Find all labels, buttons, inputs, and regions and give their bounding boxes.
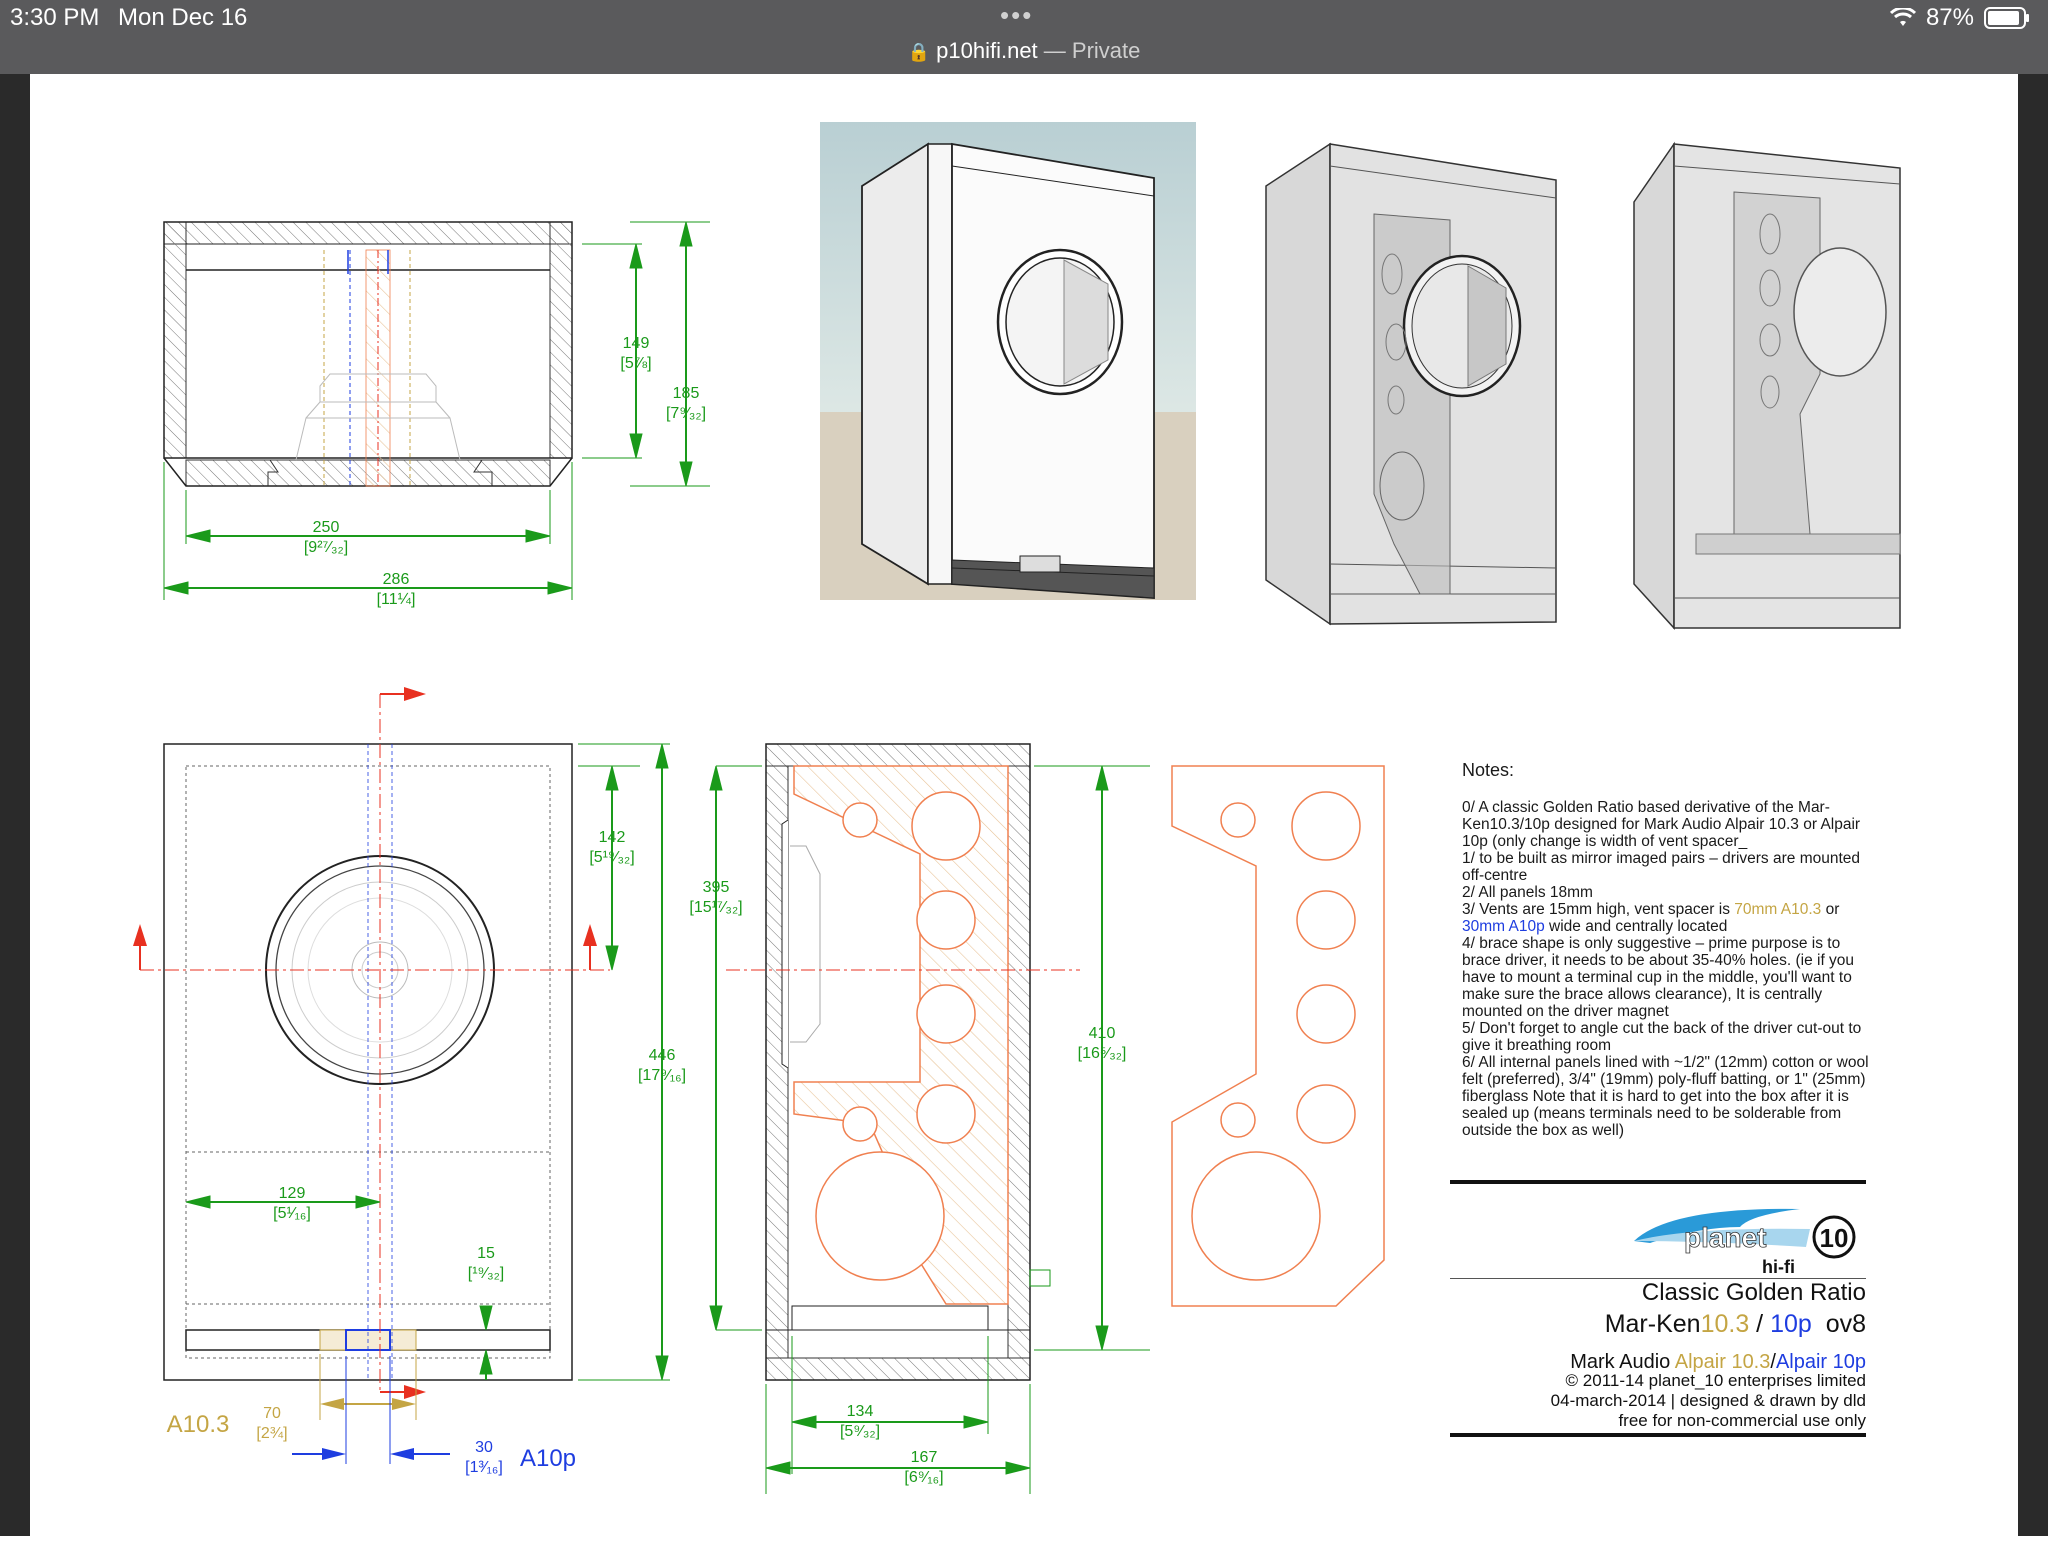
dim-134: 134 [847, 1403, 874, 1420]
dim-250-in: [9²⁷⁄₃₂] [304, 539, 348, 556]
status-bar: 3:30 PM Mon Dec 16 ••• 🔒 p10hifi.net — P… [0, 0, 2048, 74]
front-view-dim-labels: 142 [5¹⁹⁄₃₂] 446 [17⁹⁄₁₆] 129 [5¹⁄₁₆] 15… [167, 829, 686, 1476]
vent-width-dimensions [292, 1354, 450, 1464]
dim-15: 15 [477, 1245, 495, 1262]
notes-panel: Notes: 0/ A classic Golden Ratio based d… [1462, 760, 1882, 1139]
url-text: p10hifi.net [936, 38, 1038, 63]
front-view [133, 687, 610, 1399]
note-3-gold: 70mm A10.3 [1734, 901, 1822, 918]
maker-gold: Alpair 10.3 [1674, 1351, 1771, 1373]
drawing-page: 149 [5⅞] 185 [7⁹⁄₃₂] 250 [9²⁷⁄₃₂] 286 [1… [30, 74, 2018, 1536]
dim-446: 446 [649, 1047, 676, 1064]
wifi-icon [1889, 8, 1916, 26]
brace-outline [1171, 765, 1385, 1307]
label-a10p: A10p [520, 1445, 576, 1472]
note-0: 0/ A classic Golden Ratio based derivati… [1462, 799, 1861, 850]
private-label: — Private [1043, 38, 1141, 63]
status-date: Mon Dec 16 [118, 4, 248, 31]
note-3-b: or [1821, 901, 1840, 918]
transparent-cabinet-front [1265, 142, 1557, 626]
dim-30-in: [1³⁄₁₆] [465, 1459, 503, 1476]
drawing-title: Classic Golden Ratio [1641, 1279, 1866, 1306]
cabinet-drawing: 149 [5⅞] 185 [7⁹⁄₃₂] 250 [9²⁷⁄₃₂] 286 [1… [133, 122, 1901, 1494]
dim-142-in: [5¹⁹⁄₃₂] [589, 849, 634, 866]
note-3-blue: 30mm A10p [1462, 918, 1545, 935]
label-a10-3: A10.3 [167, 1411, 230, 1438]
note-4: 4/ brace shape is only suggestive – prim… [1462, 935, 1855, 1020]
dim-185: 185 [673, 385, 700, 402]
top-view-dim-labels: 149 [5⅞] 185 [7⁹⁄₃₂] 250 [9²⁷⁄₃₂] 286 [1… [304, 335, 706, 608]
logo-number: 10 [1820, 1223, 1849, 1253]
dim-185-in: [7⁹⁄₃₂] [666, 405, 706, 422]
note-2: 2/ All panels 18mm [1462, 884, 1593, 901]
title-rule-top [1450, 1180, 1866, 1184]
dim-286: 286 [383, 571, 410, 588]
battery-icon [1984, 7, 2029, 29]
transparent-cabinet-rear [1633, 141, 1901, 630]
title-rule-bottom [1450, 1433, 1866, 1437]
battery-percent: 87% [1925, 4, 1974, 31]
dim-149-in: [5⅞] [620, 355, 651, 372]
more-dots-icon[interactable]: ••• [1000, 0, 1034, 30]
maker-sep: / [1770, 1351, 1776, 1373]
front-view-dimensions [185, 743, 670, 1381]
date-line: 04-march-2014 | designed & drawn by dld [1550, 1391, 1866, 1410]
dim-167-in: [6⁹⁄₁₆] [904, 1469, 943, 1486]
lock-icon: 🔒 [907, 42, 931, 62]
title-rule-mid [1450, 1278, 1866, 1279]
model-name: Mar-Ken [1604, 1310, 1701, 1338]
side-view-dim-labels: 395 [15¹⁷⁄₃₂] 410 [16⁵⁄₃₂] 134 [5⁹⁄₃₂] 1… [689, 879, 1126, 1486]
top-section-view [163, 221, 573, 487]
logo-planet-text: planet [1684, 1222, 1766, 1253]
note-3: 3/ Vents are 15mm high, vent spacer is 7… [1462, 901, 1882, 935]
dim-15-in: [¹⁹⁄₃₂] [468, 1265, 504, 1282]
dim-167: 167 [911, 1449, 938, 1466]
note-3-a: 3/ Vents are 15mm high, vent spacer is [1462, 901, 1735, 918]
logo-hifi-text: hi-fi [1762, 1257, 1795, 1277]
dim-70-in: [2¾] [256, 1425, 287, 1442]
dim-410-in: [16⁵⁄₃₂] [1078, 1045, 1127, 1062]
model-line: Mar-Ken10.3 / 10p ov8 [1605, 1310, 1866, 1339]
dim-149: 149 [623, 335, 650, 352]
dim-134-in: [5⁹⁄₃₂] [840, 1423, 880, 1440]
model-blue: 10p [1770, 1310, 1812, 1338]
top-view-dimensions [163, 221, 710, 600]
planet10-logo: planet 10 hi-fi [1634, 1208, 1856, 1277]
copyright-line: © 2011-14 planet_10 enterprises limited [1565, 1371, 1866, 1390]
note-5: 5/ Don't forget to angle cut the back of… [1462, 1020, 1862, 1054]
dim-142: 142 [599, 829, 626, 846]
dim-395-in: [15¹⁷⁄₃₂] [689, 899, 742, 916]
notes-heading: Notes: [1462, 760, 1515, 780]
side-section-view [726, 743, 1080, 1381]
model-gold: 10.3 [1700, 1310, 1750, 1338]
note-1: 1/ to be built as mirror imaged pairs – … [1462, 850, 1861, 884]
maker-name: Mark Audio [1570, 1351, 1675, 1373]
status-time: 3:30 PM [10, 4, 100, 31]
dim-446-in: [17⁹⁄₁₆] [638, 1067, 686, 1084]
maker-blue: Alpair 10p [1775, 1351, 1866, 1373]
rendered-cabinet [820, 122, 1196, 600]
dim-70: 70 [263, 1405, 281, 1422]
dim-30: 30 [475, 1439, 493, 1456]
note-6: 6/ All internal panels lined with ~1/2" … [1462, 1054, 1869, 1139]
note-3-c: wide and centrally located [1544, 918, 1728, 935]
left-gutter [0, 74, 30, 1536]
right-gutter [2018, 74, 2048, 1536]
address-bar[interactable]: 🔒 p10hifi.net — Private [0, 38, 2048, 64]
title-block: planet 10 hi-fi Classic Golden Ratio Mar… [1450, 1175, 1866, 1437]
side-view-dimensions [709, 765, 1150, 1494]
status-right: 87% [1889, 4, 2030, 32]
maker-line: Mark Audio Alpair 10.3/Alpair 10p [1570, 1351, 1866, 1374]
dim-129-in: [5¹⁄₁₆] [273, 1205, 311, 1222]
model-sep: / [1749, 1310, 1771, 1338]
dim-250: 250 [313, 519, 340, 536]
license-line: free for non-commercial use only [1618, 1411, 1866, 1430]
dim-395: 395 [703, 879, 730, 896]
dim-286-in: [11¼] [377, 591, 416, 608]
model-rev: ov8 [1811, 1310, 1866, 1338]
dim-129: 129 [279, 1185, 306, 1202]
dim-410: 410 [1089, 1025, 1116, 1042]
